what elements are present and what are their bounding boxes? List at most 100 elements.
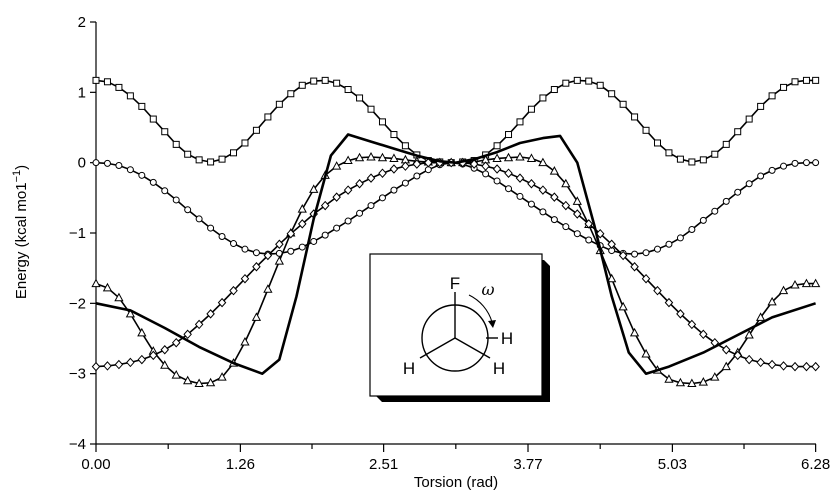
data-point (389, 164, 399, 174)
data-point (768, 92, 776, 100)
data-point (573, 230, 581, 238)
y-axis-label-superscript: −1 (11, 170, 23, 183)
data-point (103, 361, 112, 371)
data-point (91, 361, 101, 372)
data-point (755, 312, 766, 321)
data-point (665, 149, 673, 157)
data-point (721, 345, 731, 355)
x-axis-label: Torsion (rad) (414, 474, 498, 491)
rotation-arrowhead-icon (488, 320, 496, 328)
data-point (733, 350, 742, 361)
data-point (264, 113, 272, 121)
data-point (333, 224, 341, 232)
data-point (103, 159, 111, 167)
omega-label: ω (481, 280, 494, 299)
data-point (698, 377, 708, 386)
y-tick-label: 1 (78, 84, 86, 101)
data-point (230, 149, 238, 157)
data-point (676, 234, 684, 242)
data-point (585, 77, 593, 85)
data-point (413, 172, 421, 180)
data-point (218, 233, 226, 241)
data-point (138, 102, 146, 110)
x-tick-label: 2.51 (369, 456, 398, 473)
data-point (287, 247, 295, 255)
data-point (573, 209, 582, 219)
atom-h-right: H (501, 329, 513, 348)
data-point (171, 370, 181, 379)
data-point (149, 178, 157, 186)
data-point (377, 152, 388, 162)
data-point (584, 219, 594, 229)
data-point (149, 350, 158, 361)
x-tick-label: 5.03 (658, 456, 687, 473)
data-point (92, 159, 100, 167)
data-point (251, 312, 262, 321)
data-point (333, 79, 341, 87)
data-point (252, 262, 261, 272)
data-point (642, 249, 650, 257)
data-point (779, 361, 788, 371)
data-point (710, 372, 720, 381)
data-point (493, 142, 501, 150)
data-point (115, 161, 123, 169)
data-point (412, 159, 422, 169)
data-point (184, 150, 192, 158)
data-point (389, 153, 399, 162)
data-point (252, 126, 260, 134)
data-point (550, 86, 558, 94)
data-point (126, 166, 134, 174)
data-point (310, 77, 318, 85)
data-point (378, 194, 386, 202)
data-point (665, 240, 673, 248)
data-point (595, 228, 605, 239)
data-point (778, 285, 789, 295)
data-point (160, 345, 170, 355)
data-point (298, 243, 306, 251)
data-point (711, 207, 719, 215)
data-point (195, 215, 203, 223)
data-point (102, 282, 113, 292)
data-point (791, 78, 799, 86)
data-point (114, 359, 124, 370)
data-point (92, 76, 100, 84)
data-point (550, 192, 559, 202)
front-bond-lower-left (419, 337, 456, 359)
data-point (664, 297, 674, 308)
data-point (790, 279, 800, 289)
front-bond-lower-right (454, 337, 491, 359)
data-point (744, 329, 754, 339)
y-tick-label: −1 (69, 225, 86, 242)
data-point (424, 166, 432, 174)
data-point (608, 90, 616, 98)
data-point (539, 94, 547, 102)
data-point (561, 200, 571, 211)
data-point (366, 173, 376, 183)
data-point (641, 273, 651, 284)
data-point (699, 329, 708, 340)
data-point (274, 256, 284, 265)
data-point (367, 202, 375, 210)
data-point (378, 118, 386, 126)
atom-h-lower-right: H (493, 359, 505, 378)
data-point (607, 273, 617, 283)
data-point (596, 81, 604, 89)
data-point (791, 159, 799, 167)
data-point (631, 113, 639, 121)
data-point (286, 228, 296, 239)
x-tick-label: 0.00 (81, 456, 110, 473)
data-point (126, 92, 134, 100)
data-point (676, 309, 685, 319)
data-point (642, 126, 650, 134)
atom-f-top: F (450, 274, 460, 293)
data-point (205, 377, 216, 387)
data-point (630, 262, 639, 272)
data-point (780, 162, 788, 170)
data-point (401, 142, 409, 150)
data-point (561, 178, 571, 188)
data-point (195, 156, 203, 164)
data-point (641, 348, 651, 358)
data-point (767, 296, 777, 306)
data-point (275, 239, 284, 250)
